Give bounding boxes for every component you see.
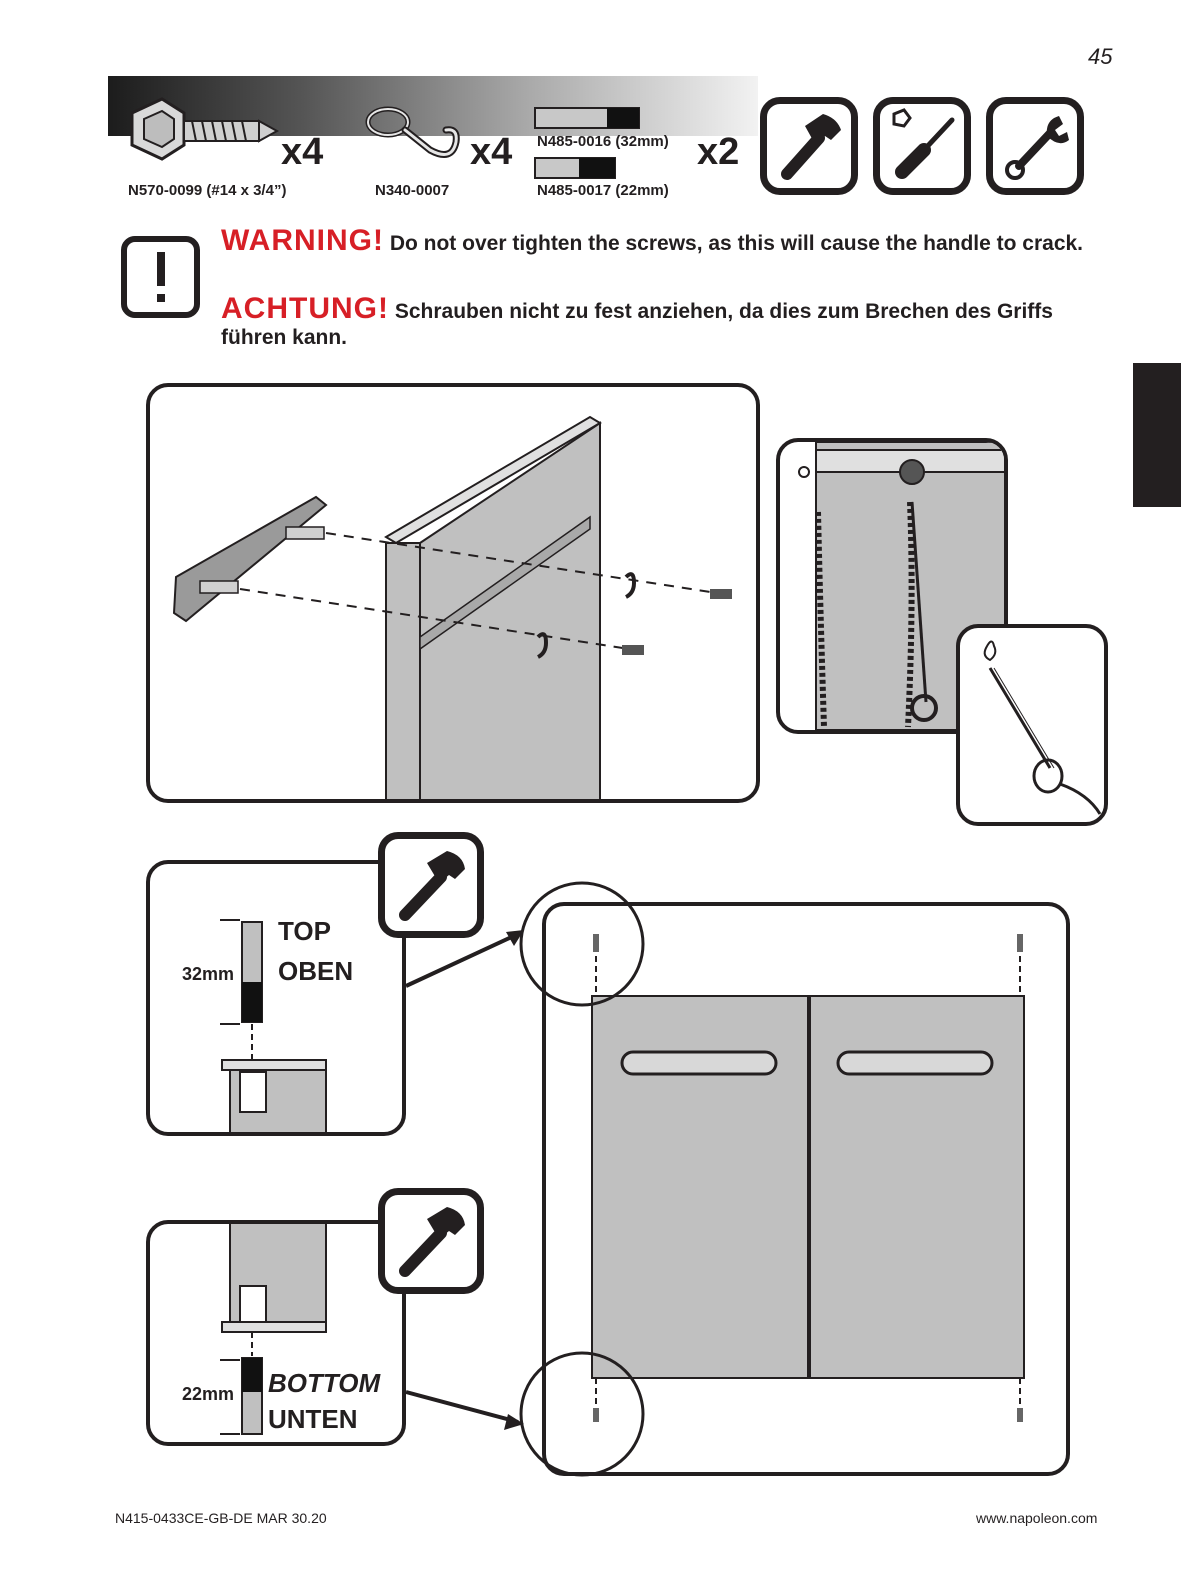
handle-assembly-illustration	[172, 415, 732, 799]
warning-en-text: Do not over tighten the screws, as this …	[389, 232, 1084, 255]
warning-en-head: WARNING!	[221, 224, 384, 257]
hex-screw-qty: x4	[281, 131, 324, 173]
wrench-icon	[1005, 116, 1069, 180]
handle-assembly-panel	[146, 383, 760, 803]
bottom-hammer-box	[378, 1188, 484, 1294]
callout-arrows	[405, 930, 524, 1430]
page-number: 45	[1088, 44, 1113, 69]
bottom-pin-label-en: BOTTOM	[268, 1368, 381, 1398]
double-doors-panel	[542, 902, 1070, 1476]
bottom-pin-length: 22mm	[182, 1384, 235, 1404]
hammer-tool-box	[760, 97, 858, 195]
hinge-pin-qty: x2	[697, 131, 740, 173]
callout-circles	[519, 881, 645, 1477]
warning-en: WARNING! Do not over tighten the screws,…	[221, 226, 1101, 257]
doc-code: N415-0433CE-GB-DE MAR 30.20	[115, 1510, 327, 1526]
bottom-pin-label-de: UNTEN	[268, 1404, 358, 1434]
top-pin-label-en: TOP	[278, 916, 331, 946]
screwdriver-icon	[892, 108, 955, 179]
top-pin-length: 32mm	[182, 964, 235, 984]
hinge-pin-22-part-no: N485-0017 (22mm)	[537, 182, 669, 199]
top-pin-label-de: OBEN	[278, 956, 354, 986]
top-pin-illustration	[220, 919, 327, 1132]
eye-hook-icon	[365, 106, 460, 158]
hammer-icon	[399, 851, 465, 921]
double-doors-illustration	[591, 934, 1025, 1422]
hex-screw-part-no: N570-0099 (#14 x 3/4”)	[128, 182, 287, 199]
hammer-icon	[399, 1207, 465, 1277]
warning-de-head: ACHTUNG!	[221, 292, 389, 325]
warning-de: ACHTUNG! Schrauben nicht zu fest anziehe…	[221, 294, 1101, 351]
screwdriver-tool-box	[873, 97, 971, 195]
website: www.napoleon.com	[976, 1510, 1098, 1526]
hinge-pin-32-part-no: N485-0016 (32mm)	[537, 133, 669, 150]
hammer-icon	[781, 114, 841, 180]
top-pin-panel: 32mm TOP OBEN	[146, 860, 406, 1136]
top-hammer-box	[378, 832, 484, 938]
wrench-tool-box	[986, 97, 1084, 195]
hinge-pin-icon	[534, 107, 640, 179]
match-holder-illustration	[983, 640, 1102, 815]
warning-icon	[121, 236, 200, 318]
chain-illustration	[798, 442, 1004, 730]
bottom-pin-panel: 22mm BOTTOM UNTEN	[146, 1220, 406, 1446]
eye-hook-part-no: N340-0007	[375, 182, 450, 199]
hex-screw-icon	[130, 97, 280, 161]
eye-hook-qty: x4	[470, 131, 513, 173]
warning-de-text: Schrauben nicht zu fest anziehen, da die…	[221, 300, 1053, 349]
chain-inset-panel	[776, 438, 1008, 734]
section-tab	[1133, 363, 1181, 507]
match-inset-panel	[956, 624, 1108, 826]
bottom-pin-illustration	[220, 1224, 327, 1435]
